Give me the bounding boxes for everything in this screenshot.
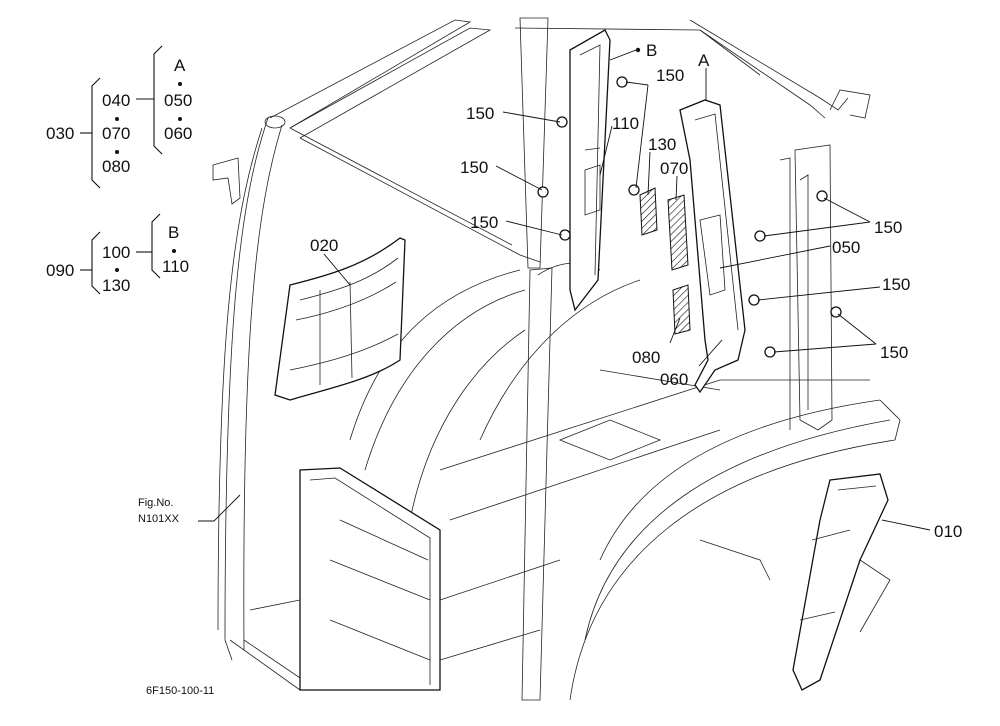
tree-item-070: 070	[102, 124, 130, 143]
fig-label: Fig.No.	[138, 497, 173, 509]
part-130-strip	[639, 187, 658, 236]
bolt	[816, 190, 828, 202]
callout-070: 070	[660, 159, 688, 178]
callout-150: 150	[874, 218, 902, 237]
callout-150: 150	[460, 158, 488, 177]
callout-b: B	[646, 41, 657, 60]
callout-080: 080	[632, 348, 660, 367]
callout-130: 130	[648, 135, 676, 154]
callout-060: 060	[660, 370, 688, 389]
tree-letter-a: A	[174, 56, 186, 75]
callout-010: 010	[934, 522, 962, 541]
bolt	[559, 229, 571, 241]
tree-item-100: 100	[102, 243, 130, 262]
part-070-strip	[667, 194, 689, 271]
bolt	[754, 230, 766, 242]
figure-id: Fig.No. N101XX	[138, 497, 180, 525]
bolt	[616, 76, 628, 88]
tree-item-080: 080	[102, 157, 130, 176]
callout-150: 150	[466, 104, 494, 123]
callout-110: 110	[612, 114, 639, 133]
tree-item-060: 060	[164, 124, 192, 143]
tree-item-110: 110	[162, 257, 189, 276]
cab-frame	[212, 17, 901, 701]
tree-item-130: 130	[102, 276, 130, 295]
part-010-trim	[792, 473, 891, 691]
callout-150: 150	[656, 66, 684, 85]
tree-root-030: 030	[46, 124, 74, 143]
bolt	[764, 346, 776, 358]
callout-150: 150	[470, 213, 498, 232]
fig-number: N101XX	[138, 513, 180, 525]
bolt	[628, 184, 640, 196]
callout-150: 150	[882, 275, 910, 294]
callout-020: 020	[310, 236, 338, 255]
part-080-strip	[672, 284, 691, 335]
callout-a: A	[698, 51, 710, 70]
tree-root-090: 090	[46, 261, 74, 280]
part-b-pillar-cover	[569, 29, 611, 312]
tree-item-050: 050	[164, 91, 192, 110]
bolt	[748, 294, 760, 306]
leader-lines	[198, 49, 931, 531]
callout-150: 150	[880, 343, 908, 362]
part-020-cover	[274, 237, 406, 401]
parts-tree: 030 040 070 080 A 050 060 090 100 130 B …	[46, 45, 192, 295]
drawing-code: 6F150-100-11	[146, 685, 214, 697]
callouts: B A 150 150 150 150 110 130 070 150 050 …	[310, 41, 962, 541]
callout-050: 050	[832, 238, 860, 257]
bolt	[556, 116, 568, 128]
part-a-pillar-cover	[679, 99, 746, 394]
tree-item-040: 040	[102, 91, 130, 110]
tree-letter-b: B	[168, 223, 179, 242]
